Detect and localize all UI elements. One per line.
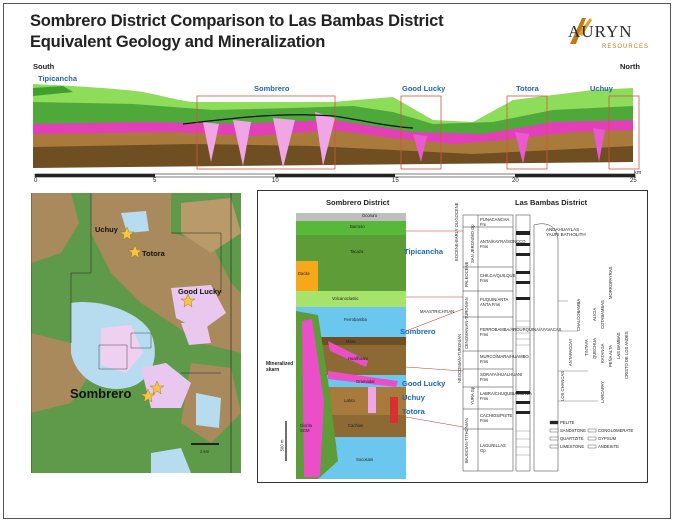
callout-totora: Totora: [402, 407, 425, 416]
label-mineralized-skarn: Mineralized skarn: [266, 361, 294, 373]
deposit-katanga: KATANGA: [600, 343, 605, 363]
scale-tick-5: 5: [153, 178, 157, 184]
deposit-los-chancas: LOS CHANCAS: [560, 370, 565, 401]
deposit-morropayras: MORROPAYRAS: [608, 266, 613, 299]
lb-age-cenomanian: CENOMANIAN-TURONIAN: [464, 297, 469, 349]
lb-age-paleocene: PALEOCENE: [464, 261, 469, 287]
strat-scale-label: 500 m: [279, 439, 285, 452]
legend-pelite: PELITE: [560, 420, 575, 425]
callout-good-lucky: Good Lucky: [402, 379, 446, 388]
deposit-las-bambas: LAS BAMBAS: [616, 332, 621, 359]
legend-andesite: ANDESITE: [598, 444, 619, 449]
unit-labra: Labra: [344, 398, 355, 403]
deposit-antapaccay: ANTAPACCAY: [568, 338, 573, 366]
deposit-pena-alta: PEÑA ALTA: [608, 345, 613, 367]
legend-sandstone: SANDSTONE: [560, 428, 586, 433]
callout-uchuy: Uchuy: [402, 393, 425, 402]
unit-tacaza: Tacaza: [350, 249, 364, 254]
cross-section: [33, 84, 640, 178]
slide-title-line1: Sombrero District Comparison to Las Bamb…: [30, 12, 444, 30]
unit-dacite: Dacite: [298, 271, 310, 276]
lb-age-maastrichtian: MAASTRICHTIAN: [420, 309, 455, 314]
lb-unit-ferrobamba: FERROBAMBA/AROURQUINA/AYAVACAS Fms: [480, 327, 562, 337]
scale-tick-0: 0: [34, 178, 38, 184]
unit-mara: Mara: [346, 339, 356, 344]
unit-gramadal: Gramadal: [356, 379, 375, 384]
section-south-label: South: [33, 62, 55, 71]
logo-name: AURYN: [568, 22, 633, 41]
scale-tick-10: 10: [272, 178, 279, 184]
section-label-sombrero: Sombrero: [254, 84, 290, 93]
section-label-good-lucky: Good Lucky: [402, 84, 446, 93]
unit-socosani: Socosani: [356, 457, 374, 462]
slide-frame: [3, 3, 671, 519]
unit-barroso: Barroso: [350, 224, 365, 229]
unit-volcanoclastic: Volcanoclastic: [332, 296, 359, 301]
deposit-larcapay: LARCAPAY: [600, 381, 605, 403]
scale-tick-25: 25: [630, 178, 637, 184]
logo-sub: RESOURCES: [602, 44, 650, 50]
deposit-quechua: QUECHUA: [592, 338, 597, 359]
lb-unit-punacancha: PUNACANCHA Fm: [480, 217, 510, 227]
slide-title-line2: Equivalent Geology and Mineralization: [30, 33, 326, 51]
scale-unit: km: [634, 170, 642, 176]
unit-cachios: Cachios: [348, 423, 364, 428]
deposit-cristo: CRISTO DE LOS ANDES: [624, 331, 629, 379]
legend-quartzite: QUARTZITE: [560, 436, 584, 441]
legend-gypsum: GYPSUM: [598, 436, 617, 441]
section-label-tipicancha: Tipicancha: [38, 74, 78, 83]
lb-unit-chilca: CHILCA/QUILQUE Fms: [480, 273, 516, 283]
map-label-totora: Totora: [142, 249, 165, 258]
lb-age-bajocian: BAJOCIAN-TITHONIAN: [464, 418, 469, 463]
lasbambas-district-header: Las Bambas District: [515, 198, 588, 207]
lb-unit-anta: ANTA/KAYRA/SONCCO Fms: [480, 239, 526, 249]
stratigraphic-comparison: Sombrero District Las Bambas District: [257, 190, 648, 483]
map-label-uchuy: Uchuy: [95, 225, 118, 234]
lb-unit-cachios: CACHIOS/PISTE Fms: [480, 413, 513, 423]
geology-map: [31, 193, 241, 473]
label-diorita: Diorita SGM: [300, 423, 313, 433]
scale-tick-15: 15: [392, 178, 399, 184]
callout-tipicancha: Tipicancha: [404, 247, 444, 256]
lb-batholith-label: ANDAHUAYLAS - YAURI BATHOLITH: [546, 227, 586, 237]
lb-unit-lagunillas: LAGUNILLAS Gp: [480, 443, 506, 453]
deposit-alicia: ALICIA: [592, 307, 597, 321]
lb-unit-labra: LABRA/CHUQUIBAMBILLA Fms: [480, 391, 532, 401]
legend-conglomerate: CONGLOMERATE: [598, 428, 634, 433]
legend-limestone: LIMESTONE: [560, 444, 585, 449]
map-label-sombrero: Sombrero: [70, 386, 132, 401]
sombrero-district-header: Sombrero District: [326, 198, 390, 207]
deposit-chalcobamba: CHALCOBAMBA: [576, 298, 581, 331]
section-north-label: North: [620, 62, 640, 71]
lb-age-eocene: EOCENE-EARLY OLIGOCENE: [454, 202, 459, 262]
section-label-totora: Totora: [516, 84, 539, 93]
lb-unit-soraya: SORAYA/HUALHUANI Fms: [480, 372, 523, 382]
lb-unit-murco: MURCO/MARA/HUAMBO Fms: [480, 354, 529, 364]
lb-age-neocomian: NEOCOMIAN-TURONIAN: [457, 333, 462, 383]
unit-huallhuani: Huallhuani: [348, 356, 368, 361]
section-label-uchuy: Uchuy: [590, 84, 613, 93]
map-scale-label: 2 km: [200, 449, 210, 454]
unit-ocoruro: Ocoruro: [362, 213, 378, 218]
lb-group-san-jeronimo: SAN JERONIMO Gp: [470, 224, 475, 263]
lb-age-yura: YURA Gp: [470, 386, 475, 405]
scale-tick-20: 20: [512, 178, 519, 184]
auryn-logo-icon: [570, 18, 592, 44]
deposit-cotabambas: COTABAMBAS: [600, 300, 605, 329]
unit-ferrobamba: Ferrobamba: [344, 317, 367, 322]
lb-unit-puquin: PUQUIN/ANTA ANTA Fms: [480, 297, 509, 307]
stratigraphic-columns: [285, 213, 598, 479]
deposit-tintaya: TINTAYA: [584, 339, 589, 356]
map-label-good-lucky: Good Lucky: [178, 287, 222, 296]
callout-sombrero: Sombrero: [400, 327, 436, 336]
